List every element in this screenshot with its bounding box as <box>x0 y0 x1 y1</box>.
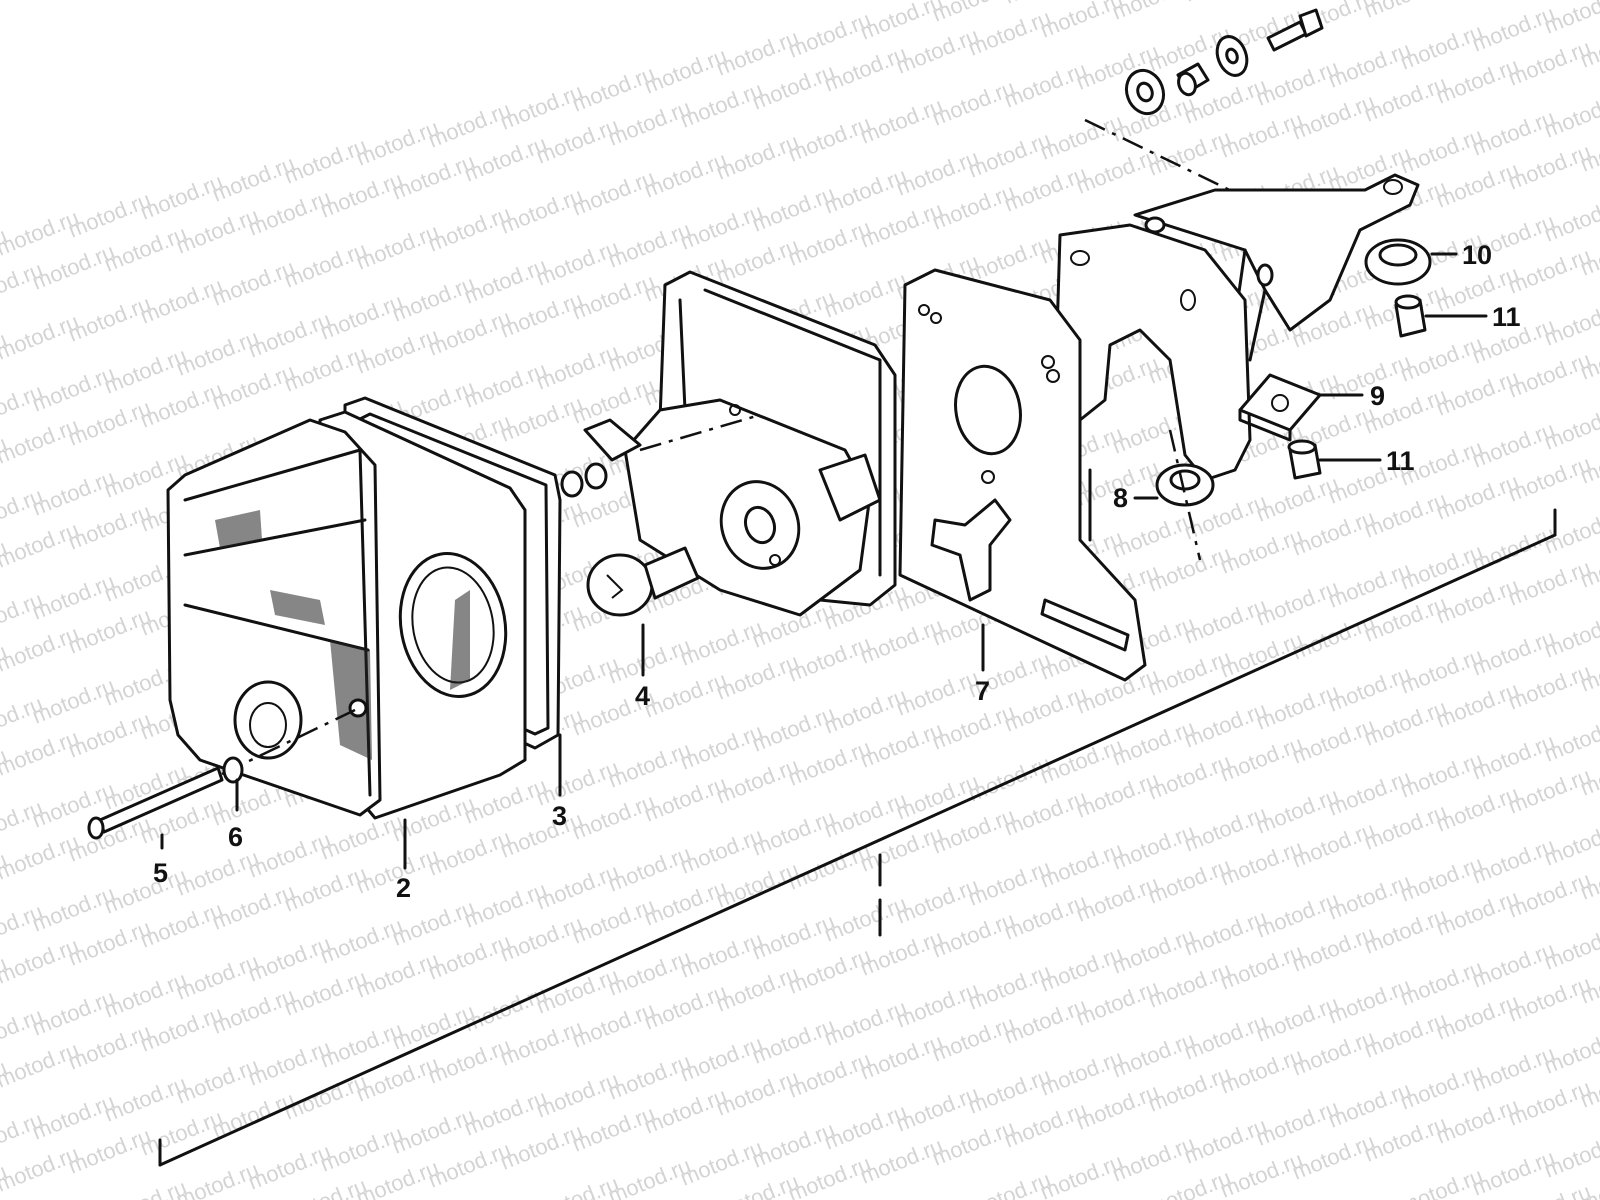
screw-dash-line <box>221 708 356 776</box>
callout-7: 7 <box>975 676 990 706</box>
leader-lines <box>160 252 1488 870</box>
part-11-collar-lower <box>1287 439 1322 480</box>
callout-8: 8 <box>1113 483 1128 513</box>
callout-5: 5 <box>153 858 168 888</box>
lamp-base-housing <box>583 270 897 617</box>
part-8-nut <box>1155 463 1215 507</box>
lens-nuts <box>560 462 608 498</box>
mounting-plate-rear <box>1053 223 1252 482</box>
watermark-text: motod.ru <box>0 1159 10 1200</box>
callout-labels: 2 3 4 5 6 7 8 9 10 11 11 <box>153 240 1521 903</box>
assembly-bracket <box>158 508 1557 1167</box>
watermark-text: motod.ru <box>1109 0 1199 25</box>
callout-10: 10 <box>1462 240 1492 270</box>
callout-2: 2 <box>396 873 411 903</box>
callout-11-upper: 11 <box>1492 302 1521 332</box>
part-6-washer <box>222 756 244 784</box>
part-11-collar-upper <box>1394 294 1427 338</box>
license-plate-bracket <box>898 268 1147 682</box>
watermark-text: motod.ru <box>1433 0 1523 5</box>
part-2-tail-light-lens <box>166 410 527 820</box>
callout-4: 4 <box>635 681 650 711</box>
part-5-screw <box>87 766 224 840</box>
callout-6: 6 <box>228 822 243 852</box>
callout-11-lower: 11 <box>1386 446 1415 476</box>
part-4-bulb <box>586 546 700 617</box>
watermark-text: motod.ru <box>1181 0 1271 7</box>
callout-9: 9 <box>1370 381 1385 411</box>
top-dash-line <box>1084 118 1241 197</box>
part-10-grommet <box>1364 238 1432 286</box>
top-hardware <box>1124 8 1324 116</box>
callout-3: 3 <box>552 801 567 831</box>
watermark-text: motod.ru <box>1361 0 1451 23</box>
socket-dash-line <box>639 413 761 452</box>
